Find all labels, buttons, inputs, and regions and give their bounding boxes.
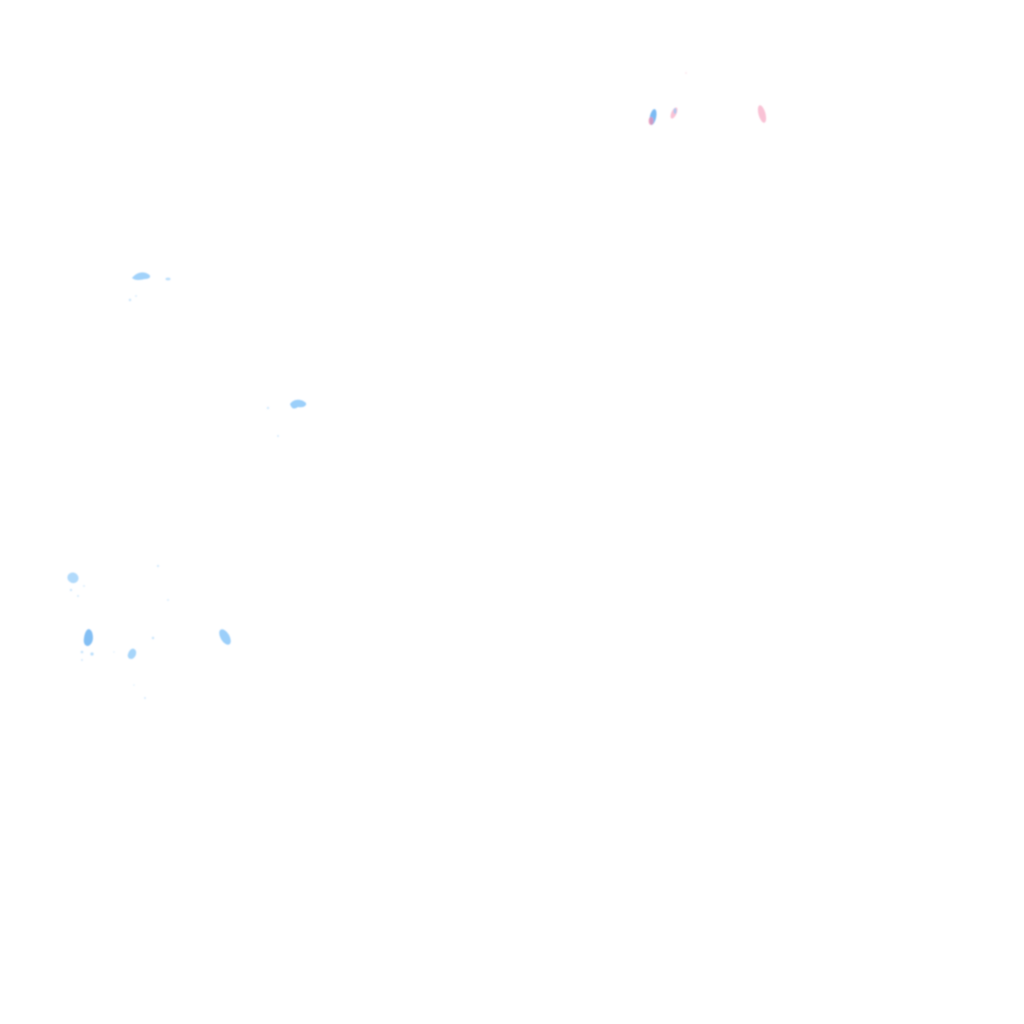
precip-cell: [83, 629, 93, 646]
precip-speck: [80, 650, 84, 654]
precip-cell: [127, 648, 137, 659]
precip-speck: [157, 565, 159, 567]
precip-cell-cluster-southwest: [67, 565, 231, 699]
precip-speck: [77, 595, 79, 597]
precip-speck: [266, 406, 270, 410]
precip-cell: [132, 272, 151, 280]
precip-speck: [277, 435, 279, 437]
precip-speck: [135, 295, 137, 297]
precip-speck: [133, 684, 135, 686]
precip-cell: [757, 105, 767, 123]
precip-speck: [151, 636, 155, 640]
precip-cell: [165, 277, 171, 281]
precip-cell-cluster-northeast: [648, 72, 767, 125]
precip-cell: [67, 572, 79, 584]
precip-cell: [648, 117, 654, 125]
precip-speck: [167, 599, 169, 601]
precip-cell: [219, 629, 231, 645]
precip-speck: [144, 697, 146, 699]
precip-speck: [83, 585, 85, 587]
precip-speck: [685, 72, 687, 74]
precip-cell: [290, 399, 307, 409]
precip-speck: [81, 659, 83, 661]
precip-cell-cluster-northwest: [128, 272, 171, 302]
precip-speck: [69, 588, 73, 592]
precip-speck: [128, 298, 132, 302]
precip-cell: [673, 108, 677, 114]
precip-cell-cluster-west-central: [266, 399, 307, 437]
precip-speck: [90, 652, 94, 656]
precip-speck: [113, 651, 115, 653]
